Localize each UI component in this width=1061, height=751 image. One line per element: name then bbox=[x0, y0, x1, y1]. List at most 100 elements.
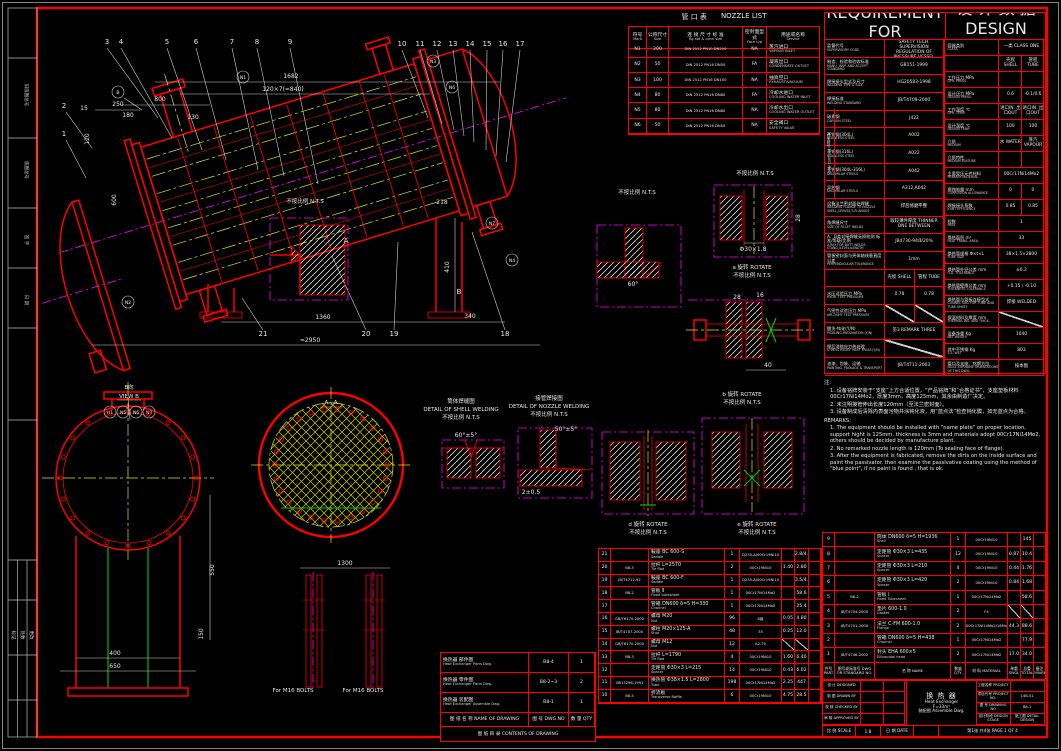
cell-sw bbox=[782, 587, 795, 601]
info-value: 施工图 DETAIL DESIGN bbox=[1010, 714, 1045, 725]
design-value: 壳程 SHELL bbox=[999, 56, 1023, 72]
design-value: 1mm bbox=[885, 252, 944, 270]
annotation-lbl: DETAIL OF SHELL WELDING bbox=[423, 407, 498, 413]
cell-rm bbox=[1034, 619, 1046, 634]
annotation-lbl: b 旋转 ROTATE bbox=[722, 390, 762, 398]
design-value: 压力容器安全技术监察规程 SAFETY TECH. SUPERVISION RE… bbox=[885, 40, 944, 58]
bolt-hole bbox=[60, 454, 66, 460]
cell-mark: N6 bbox=[629, 118, 647, 135]
scale-label: 比 例 SCALE bbox=[823, 726, 856, 736]
nozzle-list-title: 管 口 表 NOZZLE LIST bbox=[628, 12, 820, 22]
cell-sw: 4.75 bbox=[782, 689, 795, 703]
cell-mat: 00Cr19Ni10 bbox=[740, 664, 782, 677]
cell-rm bbox=[809, 664, 821, 677]
design-value: 取较薄件厚度 THINNER ONE BETWEEN bbox=[885, 216, 944, 235]
bolt-hole bbox=[146, 540, 152, 546]
annotation-dim: 60° bbox=[628, 281, 639, 288]
cell-n: 13 bbox=[599, 651, 611, 665]
cell-size: 80 bbox=[647, 88, 669, 104]
annotation-lbl: VIEW B bbox=[119, 394, 139, 400]
annotation-dim: 340 bbox=[464, 313, 476, 320]
annotation-nb: N4 bbox=[509, 258, 515, 264]
annotation-lbl: 不按比例 N.T.S bbox=[723, 398, 761, 406]
cell-sw: 0.44 bbox=[1008, 561, 1021, 577]
annotation-bal: 18 bbox=[501, 330, 510, 338]
design-data-header: 制造、检验和验收要求 REQUIREMENT FOR MANUFATURE TE… bbox=[825, 13, 1047, 40]
design-value: 焊后修磨平整 bbox=[885, 199, 944, 217]
balloon-circle bbox=[129, 405, 143, 419]
annotation-strip: 处数 bbox=[19, 631, 26, 640]
annotation-nb: N1 bbox=[107, 410, 113, 416]
remark-cn-item: 3. 设备制成后清除内表面污物并涂钝化液，用“蓝点法”检查钝化膜，如无蓝点为合格… bbox=[830, 409, 1029, 415]
bolt-hole bbox=[57, 475, 63, 481]
cell-qty: 1 bbox=[725, 549, 740, 562]
cell-rm bbox=[809, 549, 821, 562]
info-label: 项目代号 PROJECT NO. bbox=[976, 692, 1011, 703]
cell-no: B8-2~3 bbox=[529, 673, 569, 693]
cell-tw: 6.40 bbox=[795, 651, 809, 665]
design-value: 00Cr17Ni14Mo2 bbox=[999, 168, 1045, 184]
design-label bbox=[945, 56, 1000, 72]
design-value bbox=[1022, 152, 1045, 168]
cell-mat: 00Cr19Ni10 bbox=[966, 533, 1008, 548]
cell-qty: 48 bbox=[725, 625, 740, 639]
annotation-dim: 800 bbox=[154, 96, 166, 103]
design-label bbox=[825, 269, 885, 288]
design-value: 焊接 WELDED bbox=[999, 296, 1045, 312]
capacity: F=33m² bbox=[932, 703, 950, 709]
sign-cell bbox=[861, 703, 884, 714]
design-value bbox=[885, 305, 915, 323]
detail-d bbox=[601, 430, 695, 516]
cell-tw: 145 bbox=[1021, 533, 1034, 548]
design-value: JB/T4711-2003 bbox=[885, 358, 944, 376]
cell-rm bbox=[809, 600, 821, 613]
scale-value: 1:8 bbox=[856, 726, 881, 736]
cell-mat: 00Cr17Ni14Mo2 bbox=[966, 633, 1008, 649]
annotation-lbl: 接管焊接图 bbox=[535, 394, 563, 402]
design-value: 100 bbox=[999, 120, 1023, 136]
design-value: 0.85 bbox=[999, 200, 1023, 216]
cell-n: 10 bbox=[599, 689, 611, 703]
cell-mat: 00Cr19Ni10 bbox=[966, 576, 1008, 591]
cell-n: 15 bbox=[599, 625, 611, 639]
annotation-dim: 400 bbox=[109, 650, 121, 657]
cell-sw: 0.84 bbox=[1008, 576, 1021, 591]
annotation-lbl: For M16 BOLTS bbox=[343, 688, 385, 694]
cell-qty: 1 bbox=[951, 533, 966, 548]
cell-mat: 00Cr17Ni14Mo2 bbox=[966, 590, 1008, 605]
cell-mat: 00Cr17Ni14Mo2 bbox=[740, 587, 782, 601]
cell-std bbox=[835, 633, 875, 649]
nozzle-title-cn: 管 口 表 bbox=[681, 13, 707, 21]
info-label: 设计阶段 DESIGN STAGE bbox=[976, 714, 1011, 725]
bolt-hole bbox=[180, 435, 186, 441]
annotation-lbl: 不按比例 N.T.S bbox=[618, 188, 656, 196]
annotation-nb: N2 bbox=[125, 300, 131, 306]
view-b bbox=[42, 382, 214, 697]
date-cell bbox=[884, 714, 905, 725]
annotation-bal: 4 bbox=[119, 38, 124, 46]
cell-n: 18 bbox=[599, 587, 611, 601]
bolt-hole bbox=[382, 475, 388, 481]
contents-footer: 图 纸 目 录 CONTENTS OF DRAWING bbox=[477, 732, 559, 737]
cell-std: DIN 2512 PN16 DN100 bbox=[669, 72, 743, 89]
cell-std bbox=[835, 561, 875, 577]
annotation-dim: 150 bbox=[198, 628, 205, 640]
balloon-circle bbox=[485, 216, 499, 230]
cell-mat: 00Cr17Ni14Mo2 bbox=[740, 600, 782, 613]
annotation-bal: 21 bbox=[259, 330, 268, 338]
annotation-bal: 9 bbox=[288, 38, 292, 46]
design-value: JB/T4709-2000 bbox=[885, 93, 944, 111]
